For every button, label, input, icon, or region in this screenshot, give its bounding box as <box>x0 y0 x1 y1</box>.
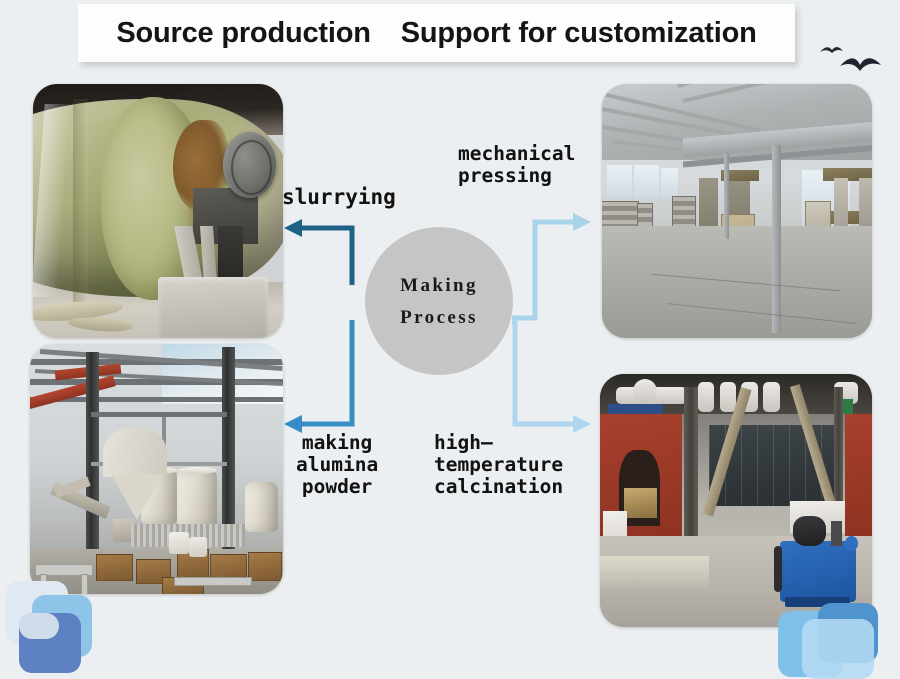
arrow-high-temperature-calcination <box>512 319 591 433</box>
photo-press-line[interactable] <box>602 84 872 338</box>
label-making-alumina-powder: making alumina powder <box>296 431 379 498</box>
page-title-left: Source production <box>116 16 371 49</box>
corner-decoration-bottom-left <box>0 565 105 675</box>
label-slurrying: slurrying <box>282 185 396 209</box>
center-circle: Making Process <box>365 227 513 375</box>
birds-decoration <box>820 47 881 71</box>
label-mechanical-pressing: mechanical pressing <box>458 142 576 187</box>
center-label-line2: Process <box>400 306 478 328</box>
photo-powder-workshop[interactable] <box>30 344 283 594</box>
photo-kiln-furnace[interactable] <box>600 374 872 627</box>
photo-ball-mill[interactable] <box>33 84 283 338</box>
arrow-making-alumina-powder <box>284 320 355 433</box>
arrow-mechanical-pressing <box>512 213 591 321</box>
center-label-line1: Making <box>400 274 478 296</box>
corner-decoration-bottom-right <box>778 595 900 679</box>
title-banner: Source production Support for customizat… <box>78 4 795 62</box>
page-title-right: Support for customization <box>400 16 757 49</box>
label-high-temperature-calcination: high— temperature calcination <box>434 431 564 498</box>
arrow-slurrying <box>284 219 355 285</box>
